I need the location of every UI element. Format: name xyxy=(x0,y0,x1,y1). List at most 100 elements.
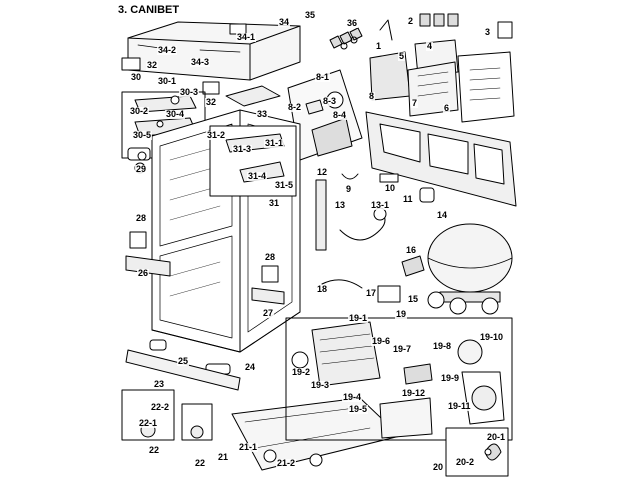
callout-19-6: 19-6 xyxy=(371,336,392,346)
callout-32-mid: 32 xyxy=(205,97,218,107)
callout-30-2: 30-2 xyxy=(129,106,150,116)
callout-13-1: 13-1 xyxy=(370,200,391,210)
callout-28-left: 28 xyxy=(135,213,148,223)
back-cover-panel xyxy=(365,111,517,207)
leveling-leg-part xyxy=(129,231,147,249)
callout-7: 7 xyxy=(411,98,419,108)
callout-30: 30 xyxy=(130,72,143,82)
callout-19: 19 xyxy=(395,309,408,319)
callout-21-1: 21-1 xyxy=(238,442,259,452)
clip-parts xyxy=(329,27,363,50)
callout-31: 31 xyxy=(268,198,281,208)
callout-30-3: 30-3 xyxy=(179,87,200,97)
holder-part xyxy=(379,173,399,183)
callout-35: 35 xyxy=(304,10,317,20)
callout-10: 10 xyxy=(384,183,397,193)
callout-19-11: 19-11 xyxy=(447,401,472,411)
callout-3: 3 xyxy=(484,27,492,37)
compressor-part xyxy=(427,223,513,315)
callout-19-10: 19-10 xyxy=(479,332,505,342)
callout-18: 18 xyxy=(316,284,329,294)
callout-19-2: 19-2 xyxy=(291,367,312,377)
callout-29: 29 xyxy=(135,164,148,174)
top-cover-part xyxy=(127,21,301,81)
callout-23: 23 xyxy=(153,379,166,389)
label-plate-part xyxy=(457,51,515,123)
callout-9: 9 xyxy=(345,184,353,194)
screw-part xyxy=(137,151,147,161)
indicator-parts xyxy=(419,13,513,39)
callout-22-1: 22-1 xyxy=(138,418,159,428)
main-control-assembly xyxy=(369,19,459,117)
callout-31-1: 31-1 xyxy=(264,138,285,148)
bottom-base-part xyxy=(231,397,401,471)
callout-11: 11 xyxy=(402,194,414,204)
callout-13: 13 xyxy=(334,200,347,210)
callout-12: 12 xyxy=(316,167,329,177)
callout-6: 6 xyxy=(443,103,451,113)
callout-4: 4 xyxy=(426,41,434,51)
callout-19-3: 19-3 xyxy=(310,380,331,390)
callout-28-right: 28 xyxy=(264,252,277,262)
callout-22-left: 22 xyxy=(148,445,161,455)
callout-8: 8 xyxy=(368,91,376,101)
damper-assembly xyxy=(287,69,363,161)
callout-8-1: 8-1 xyxy=(315,72,331,82)
callout-19-1: 19-1 xyxy=(348,313,369,323)
hose-part xyxy=(341,173,359,180)
bushing-part xyxy=(419,187,435,203)
callout-19-12: 19-12 xyxy=(401,388,427,398)
callout-5: 5 xyxy=(398,51,406,61)
condenser-fan-group xyxy=(285,317,513,441)
callout-34-1: 34-1 xyxy=(236,32,257,42)
leveling-leg-part xyxy=(261,265,279,283)
callout-27: 27 xyxy=(262,308,275,318)
callout-19-4: 19-4 xyxy=(342,392,363,402)
roller-part xyxy=(149,339,167,351)
callout-8-4: 8-4 xyxy=(332,110,348,120)
relay-part xyxy=(377,285,401,303)
callout-19-5: 19-5 xyxy=(348,404,369,414)
callout-19-7: 19-7 xyxy=(392,344,413,354)
callout-31-5: 31-5 xyxy=(274,180,295,190)
callout-19-8: 19-8 xyxy=(432,341,453,351)
callout-1: 1 xyxy=(375,41,383,51)
callout-26: 26 xyxy=(137,268,150,278)
callout-22-right: 22 xyxy=(194,458,207,468)
callout-17: 17 xyxy=(365,288,378,298)
drain-tube-part xyxy=(315,179,327,251)
callout-30-1: 30-1 xyxy=(157,76,178,86)
callout-8-2: 8-2 xyxy=(287,102,303,112)
callout-31-2: 31-2 xyxy=(206,130,227,140)
callout-22-2: 22-2 xyxy=(150,402,171,412)
base-rail-part xyxy=(125,349,241,391)
callout-21: 21 xyxy=(217,452,230,462)
leg-bracket-part xyxy=(251,287,285,305)
callout-21-2: 21-2 xyxy=(276,458,297,468)
callout-20: 20 xyxy=(432,462,445,472)
callout-25: 25 xyxy=(177,356,190,366)
diagram-title: 3. CANIBET xyxy=(118,4,180,16)
cover-plate-part xyxy=(225,85,281,107)
callout-2: 2 xyxy=(407,16,415,26)
callout-15: 15 xyxy=(407,294,420,304)
spacer-block-part xyxy=(202,81,220,95)
relay-cover-part xyxy=(401,255,425,277)
power-cord-part xyxy=(321,279,363,289)
caster-group xyxy=(121,389,213,441)
callout-20-1: 20-1 xyxy=(486,432,507,442)
callout-20-2: 20-2 xyxy=(455,457,476,467)
callout-33: 33 xyxy=(256,109,269,119)
callout-8-3: 8-3 xyxy=(322,96,338,106)
callout-30-5: 30-5 xyxy=(132,130,153,140)
callout-24: 24 xyxy=(244,362,257,372)
callout-32-top: 32 xyxy=(146,60,159,70)
callout-30-4: 30-4 xyxy=(165,109,186,119)
callout-34-2: 34-2 xyxy=(157,45,178,55)
callout-31-3: 31-3 xyxy=(232,144,253,154)
callout-34-3: 34-3 xyxy=(190,57,211,67)
callout-16: 16 xyxy=(405,245,418,255)
callout-36: 36 xyxy=(346,18,359,28)
